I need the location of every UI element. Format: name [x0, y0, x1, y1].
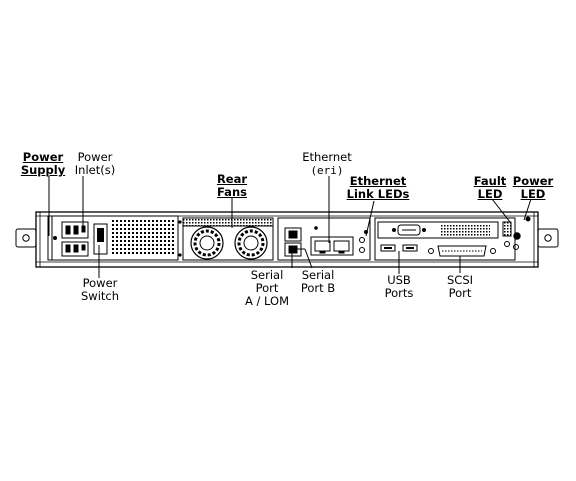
chassis-outline [35, 211, 539, 268]
label-serial-port-a: Serial Port A / LOM [244, 268, 290, 308]
system-board-module [374, 217, 516, 261]
ethernet-ports [310, 236, 354, 256]
label-power-switch: Power Switch [80, 276, 120, 303]
ethernet-link-leds [359, 230, 368, 253]
leader-lines [48, 176, 532, 278]
power-inlet-connectors [61, 221, 89, 257]
label-usb-ports: USB Ports [384, 273, 414, 300]
left-mounting-ear [15, 228, 37, 248]
rear-fan-bay [182, 217, 274, 261]
label-ethernet: Ethernet [302, 150, 352, 164]
label-serial-port-b: Serial Port B [300, 268, 336, 295]
power-supply-module [47, 215, 179, 261]
label-power-inlet: Power Inlet(s) [74, 150, 116, 177]
power-led [513, 216, 531, 250]
right-mounting-ear [537, 228, 559, 248]
label-fault-led: Fault LED [473, 174, 507, 201]
label-ethernet-eri: (eri) [310, 164, 344, 177]
serial-port-a-lom [284, 227, 302, 242]
scsi-port [428, 245, 496, 257]
label-power-supply: Power Supply [20, 150, 66, 177]
label-rear-fans: Rear Fans [216, 172, 248, 199]
label-ethernet-link-leds: Ethernet Link LEDs [346, 174, 410, 201]
power-switch [93, 223, 108, 255]
label-scsi-port: SCSI Port [446, 273, 474, 300]
fault-led [502, 221, 512, 247]
rear-fan-left [190, 226, 224, 260]
io-panel [277, 217, 371, 261]
rear-fan-right [234, 226, 268, 260]
label-power-led: Power LED [512, 174, 554, 201]
usb-ports [380, 244, 418, 252]
